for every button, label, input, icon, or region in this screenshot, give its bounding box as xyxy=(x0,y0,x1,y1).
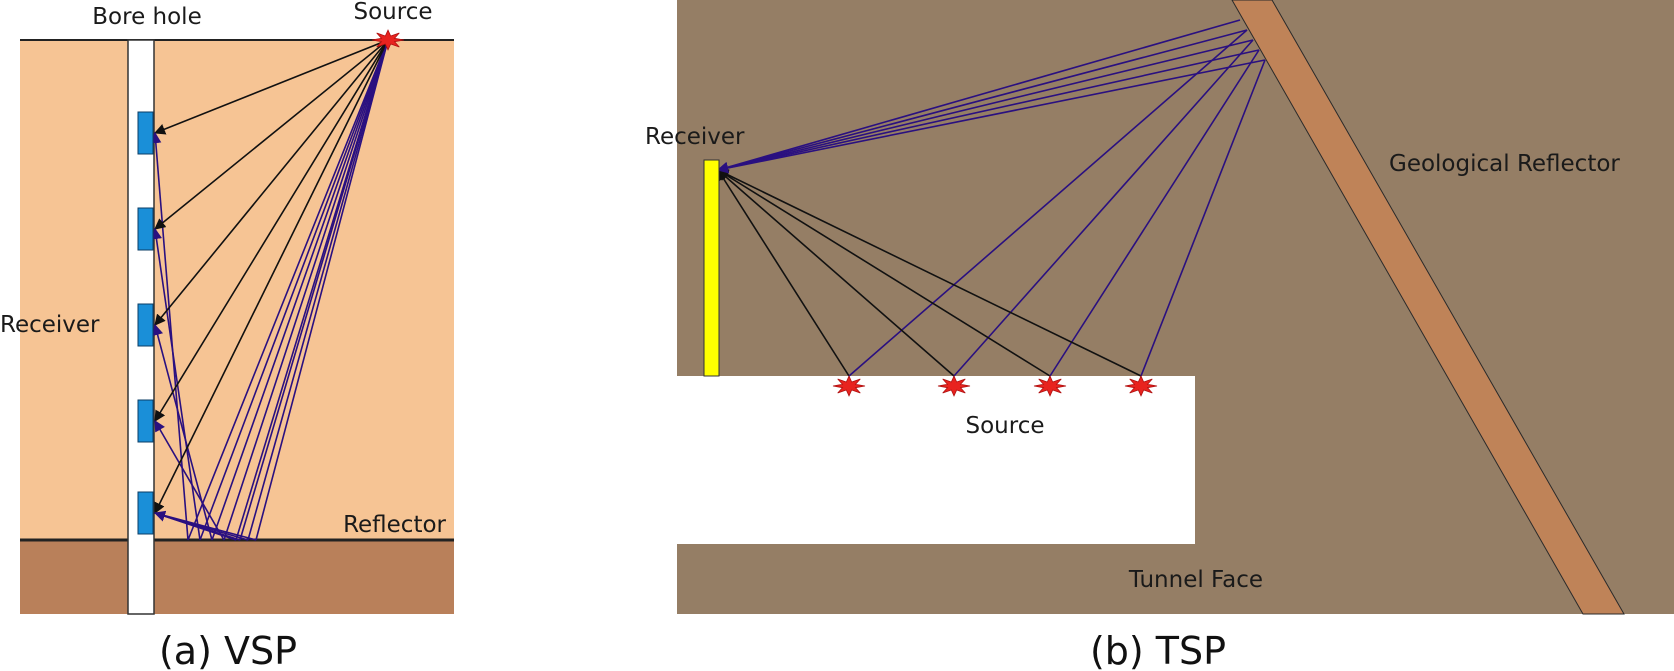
vsp-reflected-ray-up xyxy=(150,131,189,541)
tsp-rays xyxy=(716,19,1266,377)
vsp-rays xyxy=(150,39,389,541)
vsp-upper-layer xyxy=(20,40,454,540)
vsp-lower-layer xyxy=(20,540,454,614)
vsp-reflected-ray-down xyxy=(247,39,389,541)
tsp-reflected-ray-back xyxy=(716,59,1266,174)
tsp-source-star xyxy=(832,375,866,397)
vsp-receiver-block xyxy=(137,399,154,443)
vsp-direct-ray xyxy=(154,39,389,326)
vsp-borehole-label: Bore hole xyxy=(92,4,201,30)
tsp-reflected-ray-back xyxy=(716,49,1260,174)
tsp-direct-ray xyxy=(717,169,955,377)
tsp-tunnel-face-label: Tunnel Face xyxy=(1128,567,1263,593)
tsp-reflected-ray-up xyxy=(1049,49,1260,377)
tsp-receiver-label: Receiver xyxy=(645,124,745,150)
tsp-direct-ray xyxy=(716,169,1142,377)
vsp-reflected-ray-up xyxy=(154,512,257,541)
tsp-panel: Receiver Geological Reflector Source Tun… xyxy=(645,0,1674,671)
vsp-direct-ray xyxy=(154,39,389,230)
vsp-panel: Bore hole Source Receiver Reflector (a) … xyxy=(0,0,454,671)
tsp-reflected-ray-back xyxy=(717,19,1241,171)
vsp-receiver-block xyxy=(137,111,154,155)
vsp-direct-ray xyxy=(154,39,389,515)
vsp-reflected-ray-down xyxy=(187,39,389,541)
tsp-reflected-ray-back xyxy=(716,29,1248,173)
tsp-reflected-ray-up xyxy=(953,39,1254,377)
vsp-reflector-label: Reflector xyxy=(343,512,446,538)
tsp-direct-ray xyxy=(717,169,1051,377)
tsp-reflected-ray-up xyxy=(1140,59,1266,377)
tsp-caption: (b) TSP xyxy=(1090,629,1226,671)
tsp-reflected-ray-back xyxy=(716,39,1254,174)
vsp-source-label: Source xyxy=(354,0,433,25)
vsp-receiver-block xyxy=(137,303,154,347)
vsp-reflected-ray-down xyxy=(211,39,389,541)
tsp-receiver-bar xyxy=(703,159,720,377)
vsp-direct-ray xyxy=(153,39,389,135)
tsp-source-star xyxy=(1033,375,1067,397)
tsp-sources xyxy=(832,375,1158,397)
tsp-source-star xyxy=(1124,375,1158,397)
vsp-receiver-block xyxy=(137,491,154,535)
tsp-geological-reflector-band xyxy=(1231,0,1625,615)
vsp-source-star-shape xyxy=(371,29,405,51)
tsp-source-star xyxy=(937,375,971,397)
tsp-reflected-ray-up xyxy=(848,29,1248,377)
vsp-receivers xyxy=(137,111,154,535)
vsp-reflected-ray-down xyxy=(223,39,389,541)
tsp-tunnel xyxy=(677,376,1195,544)
vsp-receiver-label: Receiver xyxy=(0,312,100,338)
tsp-reflector-label: Geological Reflector xyxy=(1389,151,1620,177)
vsp-reflected-ray-down xyxy=(255,39,389,541)
vsp-source-star xyxy=(371,29,405,51)
vsp-caption: (a) VSP xyxy=(159,629,297,671)
tsp-source-label: Source xyxy=(966,413,1045,439)
vsp-reflected-ray-down xyxy=(199,39,389,541)
vsp-receiver-block xyxy=(137,207,154,251)
vsp-reflected-ray-up xyxy=(154,420,225,541)
vsp-reflected-ray-down xyxy=(239,39,389,541)
vsp-direct-ray xyxy=(154,39,389,422)
tsp-direct-ray xyxy=(717,169,850,377)
